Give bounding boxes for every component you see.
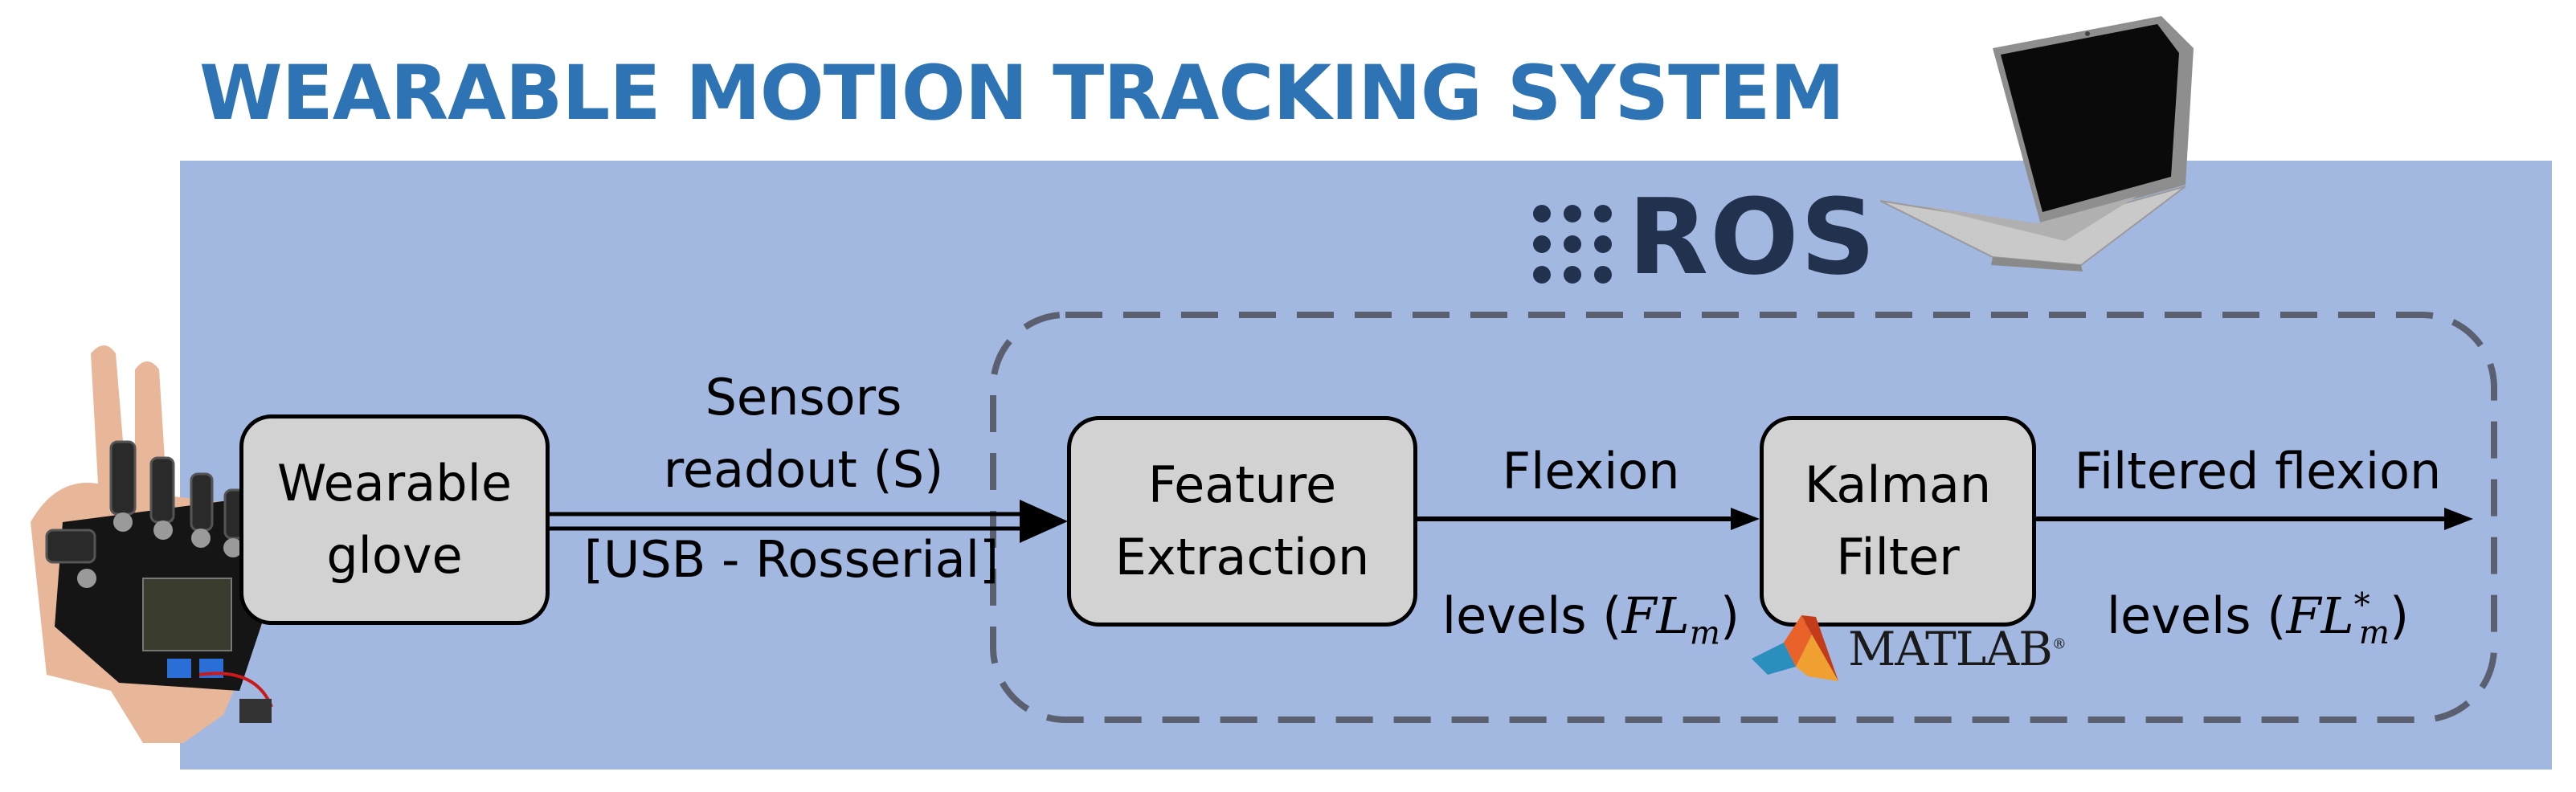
flexion-label-suffix: ) (1719, 586, 1740, 645)
filtered-symbol: FL (2286, 586, 2354, 645)
sensors-readout-label: Sensors readout (S) (663, 368, 944, 499)
filtered-superscript: * (2353, 586, 2370, 624)
ros-logo-text: ROS (1628, 176, 1878, 298)
ros-logo-icon (1533, 205, 1612, 284)
filtered-flexion-levels-label: Filtered flexion levels (FL*m) (2041, 363, 2475, 729)
flexion-label-line2: levels (FLm) (1422, 580, 1760, 657)
flexion-subscript: m (1689, 614, 1720, 652)
flexion-label-prefix: levels ( (1441, 586, 1622, 645)
page-title: WEARABLE MOTION TRACKING SYSTEM (199, 50, 1845, 137)
usb-rosserial-label: [USB - Rosserial] (583, 530, 1000, 589)
matlab-label: MATLAB (1848, 622, 2053, 676)
sensors-double-arrow (550, 500, 1068, 543)
flexion-label-line1: Flexion (1502, 441, 1680, 500)
filtered-label-line1: Filtered flexion (2074, 441, 2442, 500)
laptop-icon (1879, 16, 2194, 271)
matlab-logo-text: MATLAB® (1848, 622, 2067, 676)
filtered-flexion-arrow (2036, 508, 2473, 530)
flexion-symbol: FL (1621, 586, 1690, 645)
filtered-subscript: m (2358, 614, 2390, 652)
glove-image (31, 345, 273, 743)
flexion-arrow (1417, 508, 1760, 530)
feature-extraction-box: Feature Extraction (1067, 416, 1417, 627)
filtered-label-line2: levels (FL*m) (2041, 580, 2475, 657)
ros-boundary (990, 312, 2497, 723)
filtered-label-prefix: levels ( (2106, 586, 2287, 645)
wearable-glove-box: Wearable glove (239, 414, 550, 625)
flexion-levels-label: Flexion levels (FLm) (1422, 363, 1760, 729)
matlab-logo-icon (1752, 615, 1838, 681)
filtered-label-suffix: ) (2389, 586, 2410, 645)
kalman-filter-box: Kalman Filter (1760, 416, 2036, 627)
